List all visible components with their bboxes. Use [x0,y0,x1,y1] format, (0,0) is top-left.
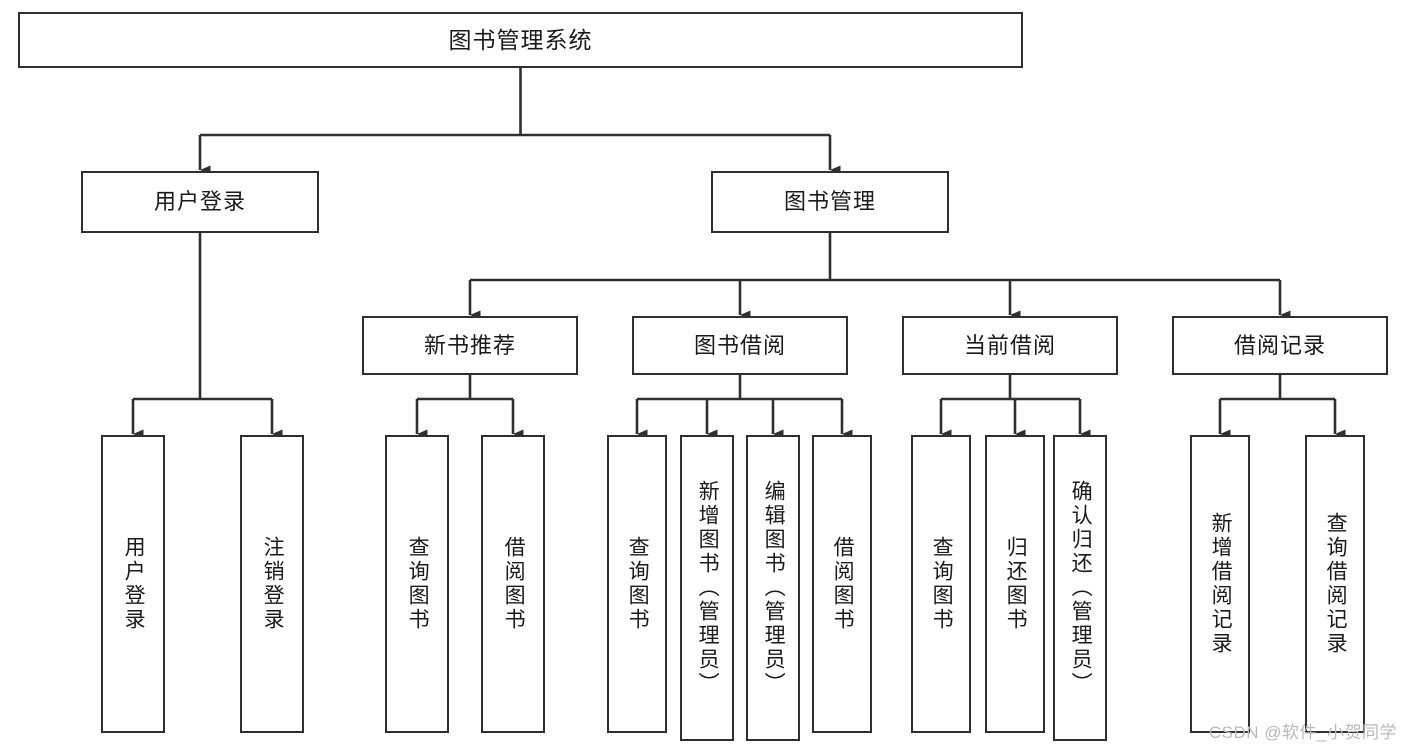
node-label: 查询图书 [626,536,650,632]
node-label: 查询图书 [406,536,430,632]
node-leaf-add-book-admin[interactable]: 新增图书（管理员） [680,435,734,741]
node-label: 用户登录 [153,189,246,215]
node-label: 借阅图书 [502,536,526,632]
node-leaf-confirm-return-admin[interactable]: 确认归还（管理员） [1053,435,1107,741]
node-label: 确认归还（管理员） [1069,480,1093,696]
node-book-manage[interactable]: 图书管理 [711,171,949,233]
node-leaf-borrow-book-1[interactable]: 借阅图书 [481,435,545,733]
node-label: 查询借阅记录 [1324,512,1348,656]
node-borrow-record[interactable]: 借阅记录 [1172,316,1388,375]
node-leaf-edit-book-admin[interactable]: 编辑图书（管理员） [746,435,800,741]
node-label: 借阅记录 [1233,332,1326,358]
node-root-system[interactable]: 图书管理系统 [18,12,1023,68]
node-label: 图书管理系统 [448,26,593,53]
node-label: 图书借阅 [693,332,786,358]
node-leaf-query-book-1[interactable]: 查询图书 [385,435,449,733]
node-leaf-add-record[interactable]: 新增借阅记录 [1190,435,1250,733]
node-leaf-logout[interactable]: 注销登录 [240,435,304,733]
node-label: 当前借阅 [963,332,1056,358]
node-label: 借阅图书 [831,536,855,632]
node-label: 图书管理 [783,189,876,215]
node-label: 新增图书（管理员） [696,480,720,696]
node-leaf-borrow-book-2[interactable]: 借阅图书 [812,435,872,733]
node-book-borrow[interactable]: 图书借阅 [632,316,848,375]
node-label: 查询图书 [930,536,954,632]
node-leaf-return-book[interactable]: 归还图书 [985,435,1045,733]
node-label: 新增借阅记录 [1209,512,1233,656]
node-leaf-query-record[interactable]: 查询借阅记录 [1305,435,1365,733]
node-label: 编辑图书（管理员） [762,480,786,696]
node-label: 注销登录 [261,536,285,632]
node-user-login[interactable]: 用户登录 [81,171,319,233]
node-current-borrow[interactable]: 当前借阅 [902,316,1118,375]
node-label: 归还图书 [1004,536,1028,632]
node-leaf-user-login[interactable]: 用户登录 [101,435,165,733]
node-leaf-query-book-3[interactable]: 查询图书 [911,435,971,733]
node-new-book-rec[interactable]: 新书推荐 [362,316,578,375]
node-label: 新书推荐 [423,332,516,358]
node-label: 用户登录 [122,536,146,632]
node-leaf-query-book-2[interactable]: 查询图书 [607,435,667,733]
